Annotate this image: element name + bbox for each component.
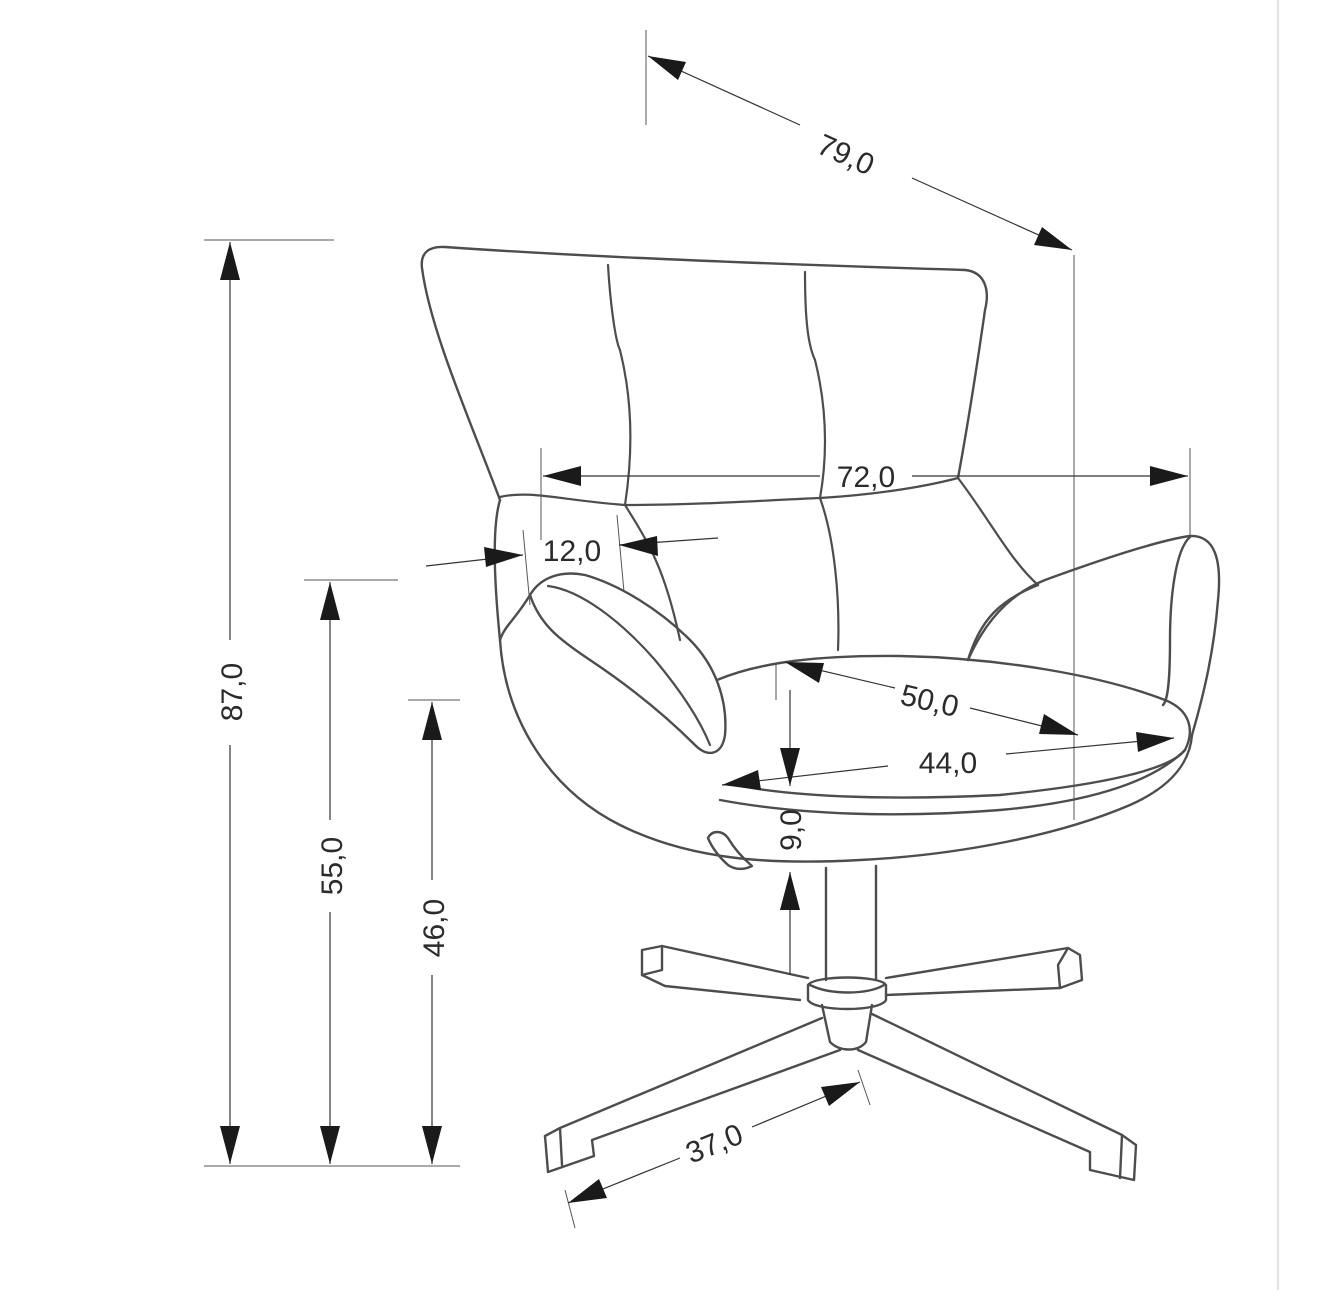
arrow-width-left bbox=[543, 466, 581, 486]
base-stem bbox=[824, 864, 878, 982]
arrow-arm-top bbox=[320, 582, 340, 620]
right-armrest-inner bbox=[1161, 535, 1192, 707]
seam-lower-right bbox=[956, 476, 1040, 587]
label-armrest-height: 55,0 bbox=[316, 837, 349, 895]
arrow-sthick-bottom bbox=[780, 872, 800, 910]
base-leg-back-left bbox=[640, 944, 810, 1002]
seat-shell bbox=[498, 638, 1194, 863]
label-seat-width: 44,0 bbox=[919, 747, 977, 780]
label-armrest-width: 12,0 bbox=[543, 535, 601, 568]
ext-leg-left bbox=[564, 1189, 576, 1229]
label-seat-depth: 50,0 bbox=[897, 679, 961, 724]
left-armrest-front bbox=[498, 593, 532, 642]
left-armrest-outer bbox=[528, 572, 727, 755]
swivel-lever bbox=[706, 830, 754, 871]
ext-armw-left bbox=[522, 529, 531, 606]
arrow-depth-right bbox=[1034, 227, 1072, 250]
label-seat-height: 46,0 bbox=[418, 899, 451, 957]
arrow-armw-right bbox=[619, 536, 658, 556]
chair-outline bbox=[420, 245, 1221, 1182]
seam-left bbox=[606, 263, 632, 507]
right-armrest bbox=[966, 534, 1221, 737]
stem-collar-top bbox=[808, 983, 886, 994]
base-leg-back-right-foot bbox=[1056, 946, 1070, 990]
arrow-seat-bottom bbox=[422, 1126, 442, 1164]
seam-lower-mid bbox=[818, 496, 840, 652]
base-leg-front-right-foot bbox=[1118, 1133, 1124, 1180]
ext-leg-right bbox=[857, 1069, 871, 1106]
seat-front-edge bbox=[718, 748, 1187, 816]
base-hub bbox=[820, 1003, 874, 1051]
backrest-outline bbox=[420, 245, 988, 502]
left-wing-outline bbox=[493, 498, 502, 642]
base-leg-front-right bbox=[856, 1012, 1138, 1182]
label-seat-thickness: 9,0 bbox=[775, 809, 808, 851]
arrow-swidth-left bbox=[722, 770, 761, 790]
arrow-leg-right bbox=[821, 1082, 860, 1106]
seat-cushion-top bbox=[715, 654, 1192, 799]
base-leg-front-left-foot bbox=[543, 1126, 564, 1167]
arrow-seat-top bbox=[422, 702, 442, 740]
label-base-leg: 37,0 bbox=[681, 1118, 748, 1170]
seam-lower-left bbox=[623, 503, 682, 642]
label-total-height: 87,0 bbox=[216, 663, 249, 721]
back-right-side bbox=[966, 583, 1040, 662]
label-width: 72,0 bbox=[837, 461, 895, 494]
arrow-arm-bottom bbox=[320, 1126, 340, 1164]
arrow-depth-left bbox=[648, 56, 686, 80]
dimension-lines bbox=[204, 30, 1191, 1229]
arrow-width-right bbox=[1150, 466, 1188, 486]
arrow-height-bottom bbox=[220, 1126, 240, 1164]
arrow-leg-left bbox=[568, 1179, 607, 1203]
backrest-bottom-seam bbox=[498, 476, 960, 507]
left-armrest-seam bbox=[546, 584, 712, 747]
arrow-sdepth-left bbox=[785, 662, 824, 683]
seam-right bbox=[803, 270, 827, 500]
ext-armw-right bbox=[616, 514, 625, 593]
label-depth: 79,0 bbox=[812, 128, 879, 182]
arrow-height-top bbox=[220, 242, 240, 280]
arrow-sthick-top bbox=[780, 748, 800, 786]
base-leg-back-left-foot bbox=[640, 944, 664, 977]
arrow-swidth-right bbox=[1136, 732, 1174, 752]
base-leg-back-right bbox=[884, 946, 1084, 997]
arrow-armw-left bbox=[484, 547, 523, 567]
arrow-sdepth-right bbox=[1039, 714, 1078, 735]
